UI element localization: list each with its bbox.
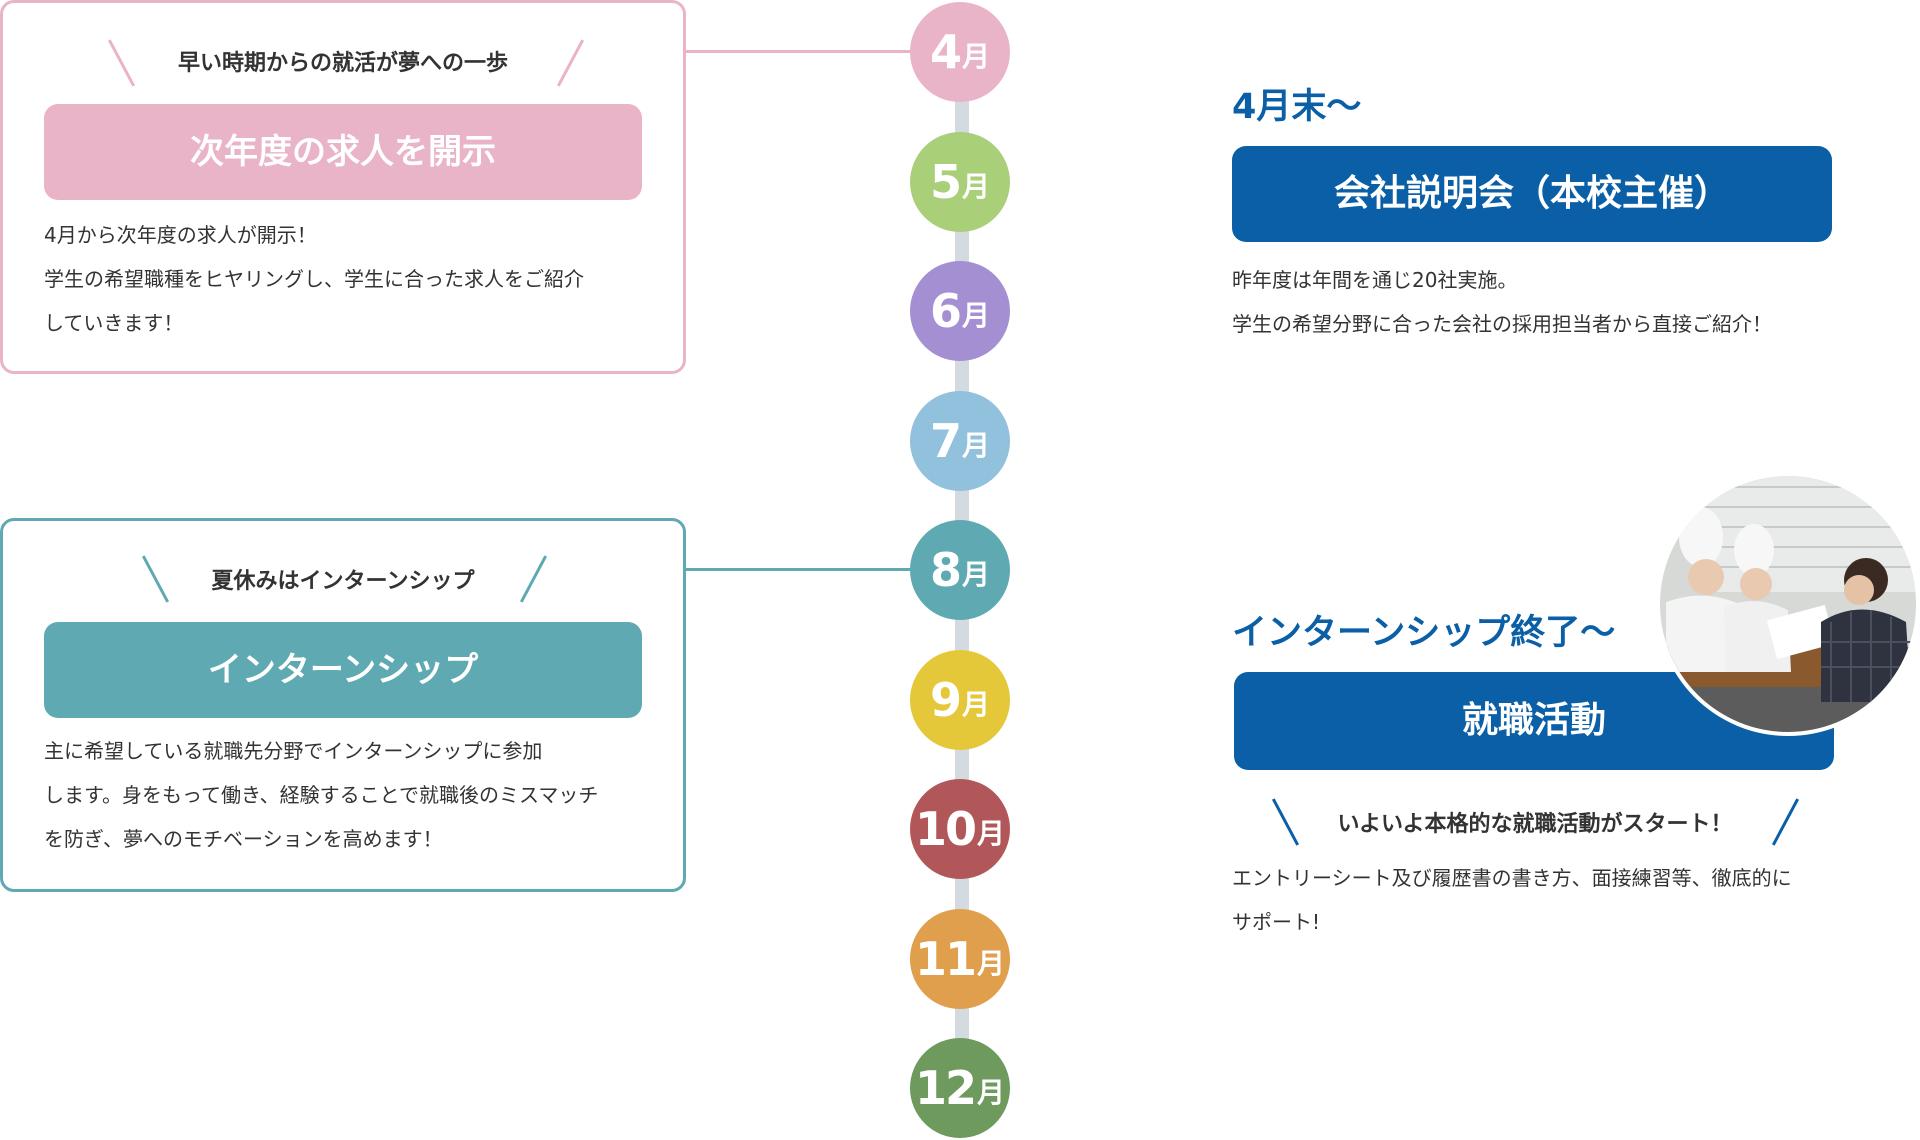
month-number: 12 [914, 1061, 977, 1115]
description-line: を防ぎ、夢へのモチベーションを高めます！ [44, 827, 443, 851]
month-unit: 月 [962, 170, 991, 203]
month-unit: 月 [962, 299, 991, 332]
card-title-banner: インターンシップ [44, 622, 642, 718]
card-catchphrase: 早い時期からの就活が夢への一歩 [177, 51, 508, 76]
card-title-banner: 次年度の求人を開示 [44, 104, 642, 200]
section-heading-company-briefing: 4月末〜 [1232, 87, 1362, 127]
card-internship: 夏休みはインターンシップ インターンシップ 主に希望している就職先分野でインター… [0, 518, 686, 892]
month-number: 9 [929, 673, 962, 727]
description-line: 学生の希望職種をヒヤリングし、学生に合った求人をご紹介 [44, 267, 584, 291]
description-line: していきます！ [44, 311, 184, 335]
card-job-offers: 早い時期からの就活が夢への一歩 次年度の求人を開示 4月から次年度の求人が開示！… [0, 0, 686, 374]
section-heading-job-hunting: インターンシップ終了〜 [1232, 613, 1616, 653]
students-photo-illustration [1660, 476, 1916, 732]
slash-left-icon [1271, 798, 1300, 846]
description-line: サポート! [1232, 910, 1321, 934]
connector-line-april [686, 50, 912, 53]
job-hunting-catchphrase: いよいよ本格的な就職活動がスタート！ [1337, 812, 1733, 837]
card-catchphrase: 夏休みはインターンシップ [211, 569, 475, 594]
month-number: 7 [929, 414, 962, 468]
card-description: 4月から次年度の求人が開示！ 学生の希望職種をヒヤリングし、学生に合った求人をご… [44, 213, 584, 345]
month-unit: 月 [962, 429, 991, 462]
month-unit: 月 [977, 817, 1006, 850]
description-line: 4月から次年度の求人が開示！ [44, 223, 317, 247]
card-description: 主に希望している就職先分野でインターンシップに参加 します。身をもって働き、経験… [44, 729, 598, 861]
month-number: 5 [929, 155, 962, 209]
month-number: 8 [929, 543, 962, 597]
description-line: 主に希望している就職先分野でインターンシップに参加 [44, 739, 543, 763]
description-line: 昨年度は年間を通じ20社実施。 [1232, 268, 1518, 292]
description-line: エントリーシート及び履歴書の書き方、面接練習等、徹底的に [1232, 866, 1792, 890]
month-number: 6 [929, 284, 962, 338]
month-unit: 月 [962, 40, 991, 73]
description-line: 学生の希望分野に合った会社の採用担当者から直接ご紹介！ [1232, 312, 1772, 336]
students-photo [1656, 472, 1920, 736]
company-briefing-description: 昨年度は年間を通じ20社実施。 学生の希望分野に合った会社の採用担当者から直接ご… [1232, 258, 1772, 346]
job-hunting-description: エントリーシート及び履歴書の書き方、面接練習等、徹底的に サポート! [1232, 856, 1792, 944]
month-number: 11 [914, 932, 977, 986]
month-number: 10 [914, 802, 977, 856]
month-unit: 月 [977, 1076, 1006, 1109]
month-unit: 月 [977, 947, 1006, 980]
connector-line-august [686, 568, 912, 571]
month-unit: 月 [962, 558, 991, 591]
month-number: 4 [929, 25, 962, 79]
company-briefing-banner: 会社説明会（本校主催） [1232, 146, 1832, 242]
slash-right-icon [1771, 798, 1800, 846]
month-unit: 月 [962, 688, 991, 721]
description-line: します。身をもって働き、経験することで就職後のミスマッチ [44, 783, 599, 807]
